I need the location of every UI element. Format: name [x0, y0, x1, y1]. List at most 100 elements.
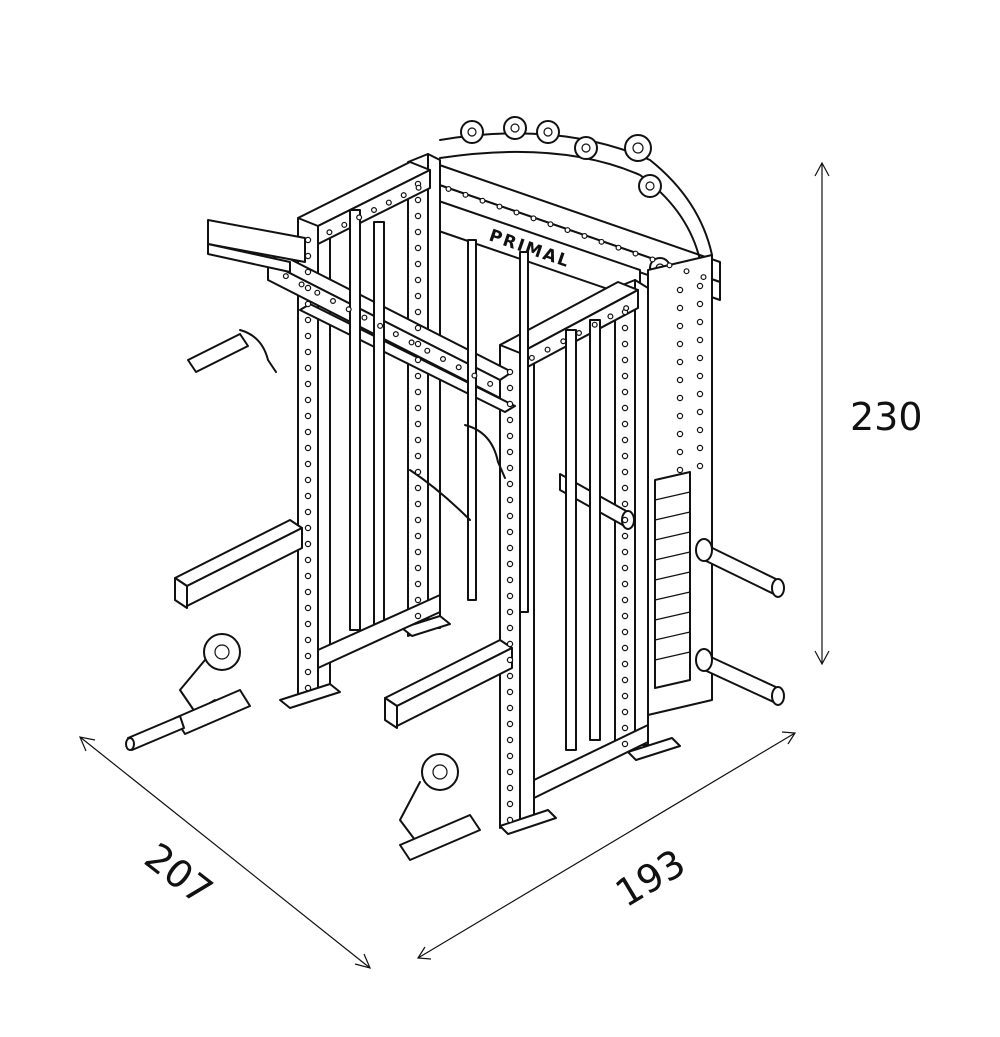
upright-hole — [506, 768, 514, 776]
beam-hole — [700, 274, 707, 281]
upright-hole — [696, 408, 704, 416]
beam-hole — [440, 356, 447, 363]
beam-hole — [591, 321, 598, 328]
lower-crossmember — [317, 594, 649, 799]
upright-hole — [506, 816, 514, 824]
upright-hole — [414, 468, 422, 476]
upright-hole — [304, 476, 312, 484]
landmine-handle — [125, 715, 185, 751]
upright-hole — [506, 480, 514, 488]
upright-hole — [304, 348, 312, 356]
width-dimension: 193 — [416, 731, 797, 960]
beam-hole — [326, 229, 333, 236]
upright-hole — [304, 636, 312, 644]
upright-hole — [414, 260, 422, 268]
upright-hole — [676, 358, 684, 366]
upright-hole — [621, 340, 629, 348]
upright-hole — [506, 640, 514, 648]
pulley-wheel-icon — [460, 120, 484, 144]
pulley-wheel-icon — [574, 136, 598, 160]
beam-hole — [408, 339, 415, 346]
upright-hole — [414, 516, 422, 524]
upright-hole — [621, 420, 629, 428]
beam-hole — [623, 305, 630, 312]
upright-hole — [506, 368, 514, 376]
upright-hole — [414, 308, 422, 316]
upright-hole — [621, 404, 629, 412]
upright-hole — [506, 528, 514, 536]
right-safety-arm — [384, 639, 513, 729]
beam-hole — [462, 191, 469, 198]
upright-hole — [304, 668, 312, 676]
left-low-pulley — [174, 633, 251, 735]
pulley-wheel-icon — [536, 120, 560, 144]
beam-hole — [455, 364, 462, 371]
upright-hole — [506, 544, 514, 552]
upright-hole — [696, 336, 704, 344]
upright-hole — [506, 800, 514, 808]
upright-hole — [621, 484, 629, 492]
upright-hole — [621, 452, 629, 460]
beam-hole — [377, 322, 384, 329]
upright-hole — [304, 412, 312, 420]
upright-hole — [304, 444, 312, 452]
beam-hole — [445, 185, 452, 192]
upright-hole — [696, 444, 704, 452]
upright-hole — [414, 612, 422, 620]
upright-hole — [676, 430, 684, 438]
left-front-upright — [407, 153, 441, 637]
upright-hole — [414, 436, 422, 444]
upright-hole — [414, 244, 422, 252]
beam-hole — [683, 268, 690, 275]
upright-hole — [676, 466, 684, 474]
right-low-pulley — [399, 753, 481, 861]
base-foot — [401, 615, 451, 637]
upright-hole — [621, 388, 629, 396]
upright-hole — [304, 540, 312, 548]
upright-hole — [621, 516, 629, 524]
upright-hole — [414, 340, 422, 348]
upright-hole — [414, 356, 422, 364]
width-label: 193 — [608, 841, 693, 916]
upright-hole — [506, 448, 514, 456]
upright-hole — [304, 492, 312, 500]
weight-stack-tower — [647, 254, 713, 716]
beam-hole — [598, 238, 605, 245]
beam-hole — [496, 203, 503, 210]
depth-dimension: 207 — [78, 736, 372, 969]
upright-hole — [506, 464, 514, 472]
beam-hole — [581, 232, 588, 239]
upright-hole — [696, 282, 704, 290]
upright-hole — [621, 356, 629, 364]
upright-hole — [506, 656, 514, 664]
upright-hole — [414, 292, 422, 300]
upright-hole — [676, 376, 684, 384]
upright-hole — [621, 644, 629, 652]
upright-hole — [304, 620, 312, 628]
upright-hole — [414, 212, 422, 220]
base-foot — [627, 737, 681, 761]
upright-hole — [506, 592, 514, 600]
beam-hole — [415, 184, 422, 191]
upright-hole — [676, 322, 684, 330]
rack-illustration: PRIMAL — [125, 116, 785, 861]
upright-hole — [676, 286, 684, 294]
upright-hole — [304, 684, 312, 692]
upright-hole — [414, 564, 422, 572]
upright-hole — [621, 628, 629, 636]
upright-hole — [506, 416, 514, 424]
upright-hole — [304, 364, 312, 372]
upright-hole — [621, 596, 629, 604]
upright-hole — [414, 372, 422, 380]
beam-hole — [424, 347, 431, 354]
left-dip-arm — [207, 219, 306, 273]
upright-hole — [506, 752, 514, 760]
upright-hole — [506, 432, 514, 440]
beam-hole — [361, 314, 368, 321]
upright-hole — [696, 354, 704, 362]
upright-hole — [304, 316, 312, 324]
upright-hole — [506, 672, 514, 680]
smith-rails — [349, 209, 601, 751]
upright-hole — [304, 236, 312, 244]
upright-hole — [304, 300, 312, 308]
